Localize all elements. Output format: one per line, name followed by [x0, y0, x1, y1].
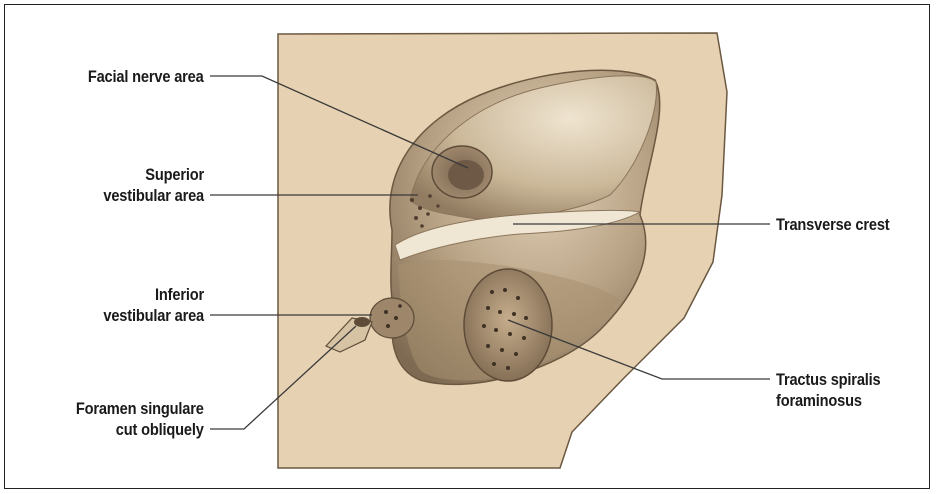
- label-transverse-crest: Transverse crest: [776, 214, 889, 235]
- foramen-singulare-opening: [354, 317, 370, 327]
- facial-nerve-opening: [448, 160, 484, 190]
- inferior-vestibular-area: [370, 298, 414, 338]
- cochlear-area: [464, 269, 552, 381]
- label-foramen-line-1: Foramen singulare: [76, 398, 204, 419]
- label-tractus-line-1: Tractus spiralis: [776, 369, 881, 390]
- label-inferior-line-1: Inferior: [103, 284, 204, 305]
- label-inferior-line-2: vestibular area: [103, 305, 204, 326]
- label-superior-line-1: Superior: [103, 164, 204, 185]
- label-superior-line-2: vestibular area: [103, 185, 204, 206]
- label-facial-nerve-area: Facial nerve area: [88, 66, 204, 87]
- label-foramen-singulare: Foramen singulare cut obliquely: [76, 398, 204, 440]
- label-tractus-line-2: foraminosus: [776, 390, 881, 411]
- label-superior-vestibular-area: Superior vestibular area: [103, 164, 204, 206]
- label-foramen-line-2: cut obliquely: [76, 419, 204, 440]
- label-tractus-spiralis: Tractus spiralis foraminosus: [776, 369, 881, 411]
- label-inferior-vestibular-area: Inferior vestibular area: [103, 284, 204, 326]
